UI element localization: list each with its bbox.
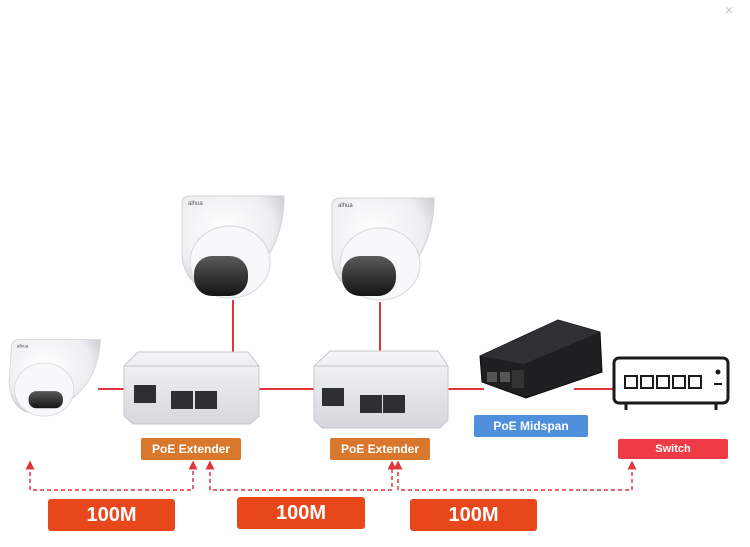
- speed-badge: 100M: [410, 499, 537, 531]
- poe-extender-icon: [313, 350, 449, 429]
- poe-midspan-label: PoE Midspan: [474, 415, 588, 437]
- dome-camera-icon: alhua: [331, 197, 435, 301]
- dome-camera-icon: alhua: [8, 339, 101, 417]
- cables: [98, 300, 614, 390]
- switch-label: Switch: [618, 439, 728, 459]
- range-arrows: [25, 460, 637, 491]
- svg-text:alhua: alhua: [188, 201, 203, 207]
- range-arrow-1: [25, 460, 198, 491]
- network-switch-icon: [612, 356, 730, 410]
- svg-text:alhua: alhua: [17, 343, 29, 348]
- range-arrow-3: [393, 460, 637, 491]
- poe-injector-icon: [479, 319, 603, 399]
- speed-badge: 100M: [48, 499, 175, 531]
- close-icon[interactable]: ×: [724, 2, 734, 19]
- speed-badge: 100M: [237, 497, 365, 529]
- poe-extender-label: PoE Extender: [330, 438, 430, 460]
- dome-camera-icon: alhua: [181, 195, 285, 299]
- poe-extender-icon: [123, 351, 260, 425]
- svg-text:alhua: alhua: [338, 203, 353, 209]
- range-arrow-2: [205, 460, 397, 491]
- poe-extender-label: PoE Extender: [141, 438, 241, 460]
